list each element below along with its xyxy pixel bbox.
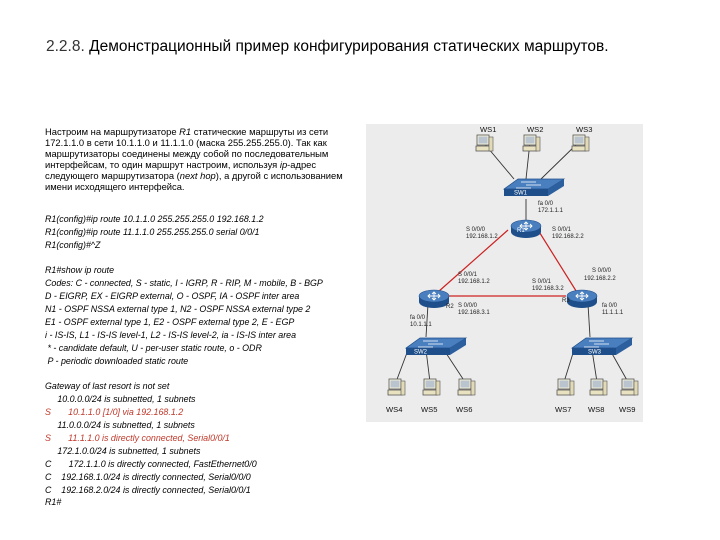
intro-ip-term: ip xyxy=(279,159,288,170)
cli-line: Gateway of last resort is not set xyxy=(45,381,170,392)
cli-line: R1(config)#ip route 10.1.1.0 255.255.255… xyxy=(45,213,264,224)
router-label-r3: R3 xyxy=(562,298,570,304)
workstation-ws3 xyxy=(571,134,590,152)
cli-line: R1(config)#^Z xyxy=(45,239,101,250)
network-diagram: SW1 SW2 SW3 R1 R2 R3 xyxy=(366,124,643,422)
intro-paragraph: Настроим на маршрутизаторе R1 статически… xyxy=(45,126,355,192)
cli-line: Codes: C - connected, S - static, I - IG… xyxy=(45,278,323,289)
switch-sw3: SW3 xyxy=(570,337,634,356)
intro-text-4: ), а другой с использованием имени исход… xyxy=(45,170,343,192)
intro-text-3: -адрес следующего маршрутизатора ( xyxy=(45,159,317,181)
ws6-label: WS6 xyxy=(456,405,472,414)
intro-text-1: Настроим на маршрутизаторе xyxy=(45,126,180,137)
r3-fa-if: fa 0/0 xyxy=(602,303,618,309)
switch-sw1: SW1 xyxy=(502,178,566,197)
router-r3: R3 xyxy=(562,289,598,309)
r3-s000-if: S 0/0/0 xyxy=(592,268,612,274)
cli-line: N1 - OSPF NSSA external type 1, N2 - OSP… xyxy=(45,304,311,315)
cli-line: C 192.168.2.0/24 is directly connected, … xyxy=(45,484,251,495)
workstation-ws4 xyxy=(387,378,406,396)
ws1-label: WS1 xyxy=(480,125,496,134)
r1-fa-ip: 172.1.1.1 xyxy=(538,208,564,214)
workstation-ws9 xyxy=(620,378,639,396)
ws3-label: WS3 xyxy=(576,125,592,134)
cli-line: D - EIGRP, EX - EIGRP external, O - OSPF… xyxy=(45,291,300,302)
r1-s000-ip: 192.168.1.2 xyxy=(466,234,498,240)
r3-s001-if: S 0/0/1 xyxy=(532,279,552,285)
r2-fa-ip: 10.1.1.1 xyxy=(410,322,432,328)
ws2-label: WS2 xyxy=(527,125,543,134)
r2-fa-if: fa 0/0 xyxy=(410,315,426,321)
r3-fa-ip: 11.1.1.1 xyxy=(602,310,624,316)
workstation-ws7 xyxy=(556,378,575,396)
ws8-label: WS8 xyxy=(588,405,604,414)
r2-s000-ip: 192.168.3.1 xyxy=(458,310,490,316)
cli-line xyxy=(45,368,365,381)
r2-s001-if: S 0/0/1 xyxy=(458,272,478,278)
switch-sw2: SW2 xyxy=(404,337,468,356)
cli-line: R1(config)#ip route 11.1.1.0 255.255.255… xyxy=(45,226,260,237)
cli-line: R1#show ip route xyxy=(45,265,115,276)
cli-line: E1 - OSPF external type 1, E2 - OSPF ext… xyxy=(45,317,295,328)
r1-s001-ip: 192.168.2.2 xyxy=(552,234,584,240)
cli-line: S 10.1.1.0 [1/0] via 192.168.1.2 xyxy=(45,407,184,418)
intro-next-hop: next hop xyxy=(179,170,216,181)
router-label-r2: R2 xyxy=(446,304,454,310)
cli-line: 172.1.0.0/24 is subnetted, 1 subnets xyxy=(45,445,201,456)
title-text: Демонстрационный пример конфигурирования… xyxy=(89,38,609,55)
ws9-label: WS9 xyxy=(619,405,635,414)
cli-line: i - IS-IS, L1 - IS-IS level-1, L2 - IS-I… xyxy=(45,329,297,340)
title-number: 2.2.8. xyxy=(46,38,85,55)
cli-line: R1# xyxy=(45,497,62,508)
cli-line: C 192.168.1.0/24 is directly connected, … xyxy=(45,471,251,482)
cli-line: P - periodic downloaded static route xyxy=(45,355,189,366)
switch-label-sw1: SW1 xyxy=(514,191,528,197)
switch-label-sw2: SW2 xyxy=(414,350,428,356)
r2-s000-if: S 0/0/0 xyxy=(458,303,478,309)
r1-s001-if: S 0/0/1 xyxy=(552,227,572,233)
workstation-ws2 xyxy=(522,134,541,152)
cli-line xyxy=(45,252,365,265)
cli-line: 11.0.0.0/24 is subnetted, 1 subnets xyxy=(45,420,195,431)
cli-line: * - candidate default, U - per-user stat… xyxy=(45,342,262,353)
intro-router-name: R1 xyxy=(179,126,192,137)
workstation-ws6 xyxy=(457,378,476,396)
workstation-ws8 xyxy=(589,378,608,396)
r3-s001-ip: 192.168.3.2 xyxy=(532,286,564,292)
slide-title: 2.2.8. Демонстрационный пример конфигури… xyxy=(46,38,686,56)
router-r1: R1 xyxy=(510,219,542,239)
intro-text-2: статические маршруты из сети 172.1.1.0 в… xyxy=(45,126,329,170)
cli-line xyxy=(45,200,365,213)
ws4-label: WS4 xyxy=(386,405,402,414)
router-label-r1: R1 xyxy=(517,228,525,234)
cli-line: 10.0.0.0/24 is subnetted, 1 subnets xyxy=(45,394,196,405)
r1-fa-if: fa 0/0 xyxy=(538,201,554,207)
switch-label-sw3: SW3 xyxy=(588,350,602,356)
cli-line: C 172.1.1.0 is directly connected, FastE… xyxy=(45,458,257,469)
r2-s001-ip: 192.168.1.2 xyxy=(458,279,490,285)
cli-output: R1(config)#ip route 10.1.1.0 255.255.255… xyxy=(45,200,365,509)
r1-s000-if: S 0/0/0 xyxy=(466,227,486,233)
router-r2: R2 xyxy=(418,289,454,310)
workstation-ws5 xyxy=(422,378,441,396)
ws5-label: WS5 xyxy=(421,405,437,414)
workstation-ws1 xyxy=(475,134,494,152)
r3-s000-ip: 192.168.2.2 xyxy=(584,276,616,282)
ws7-label: WS7 xyxy=(555,405,571,414)
cli-line: S 11.1.1.0 is directly connected, Serial… xyxy=(45,433,230,444)
